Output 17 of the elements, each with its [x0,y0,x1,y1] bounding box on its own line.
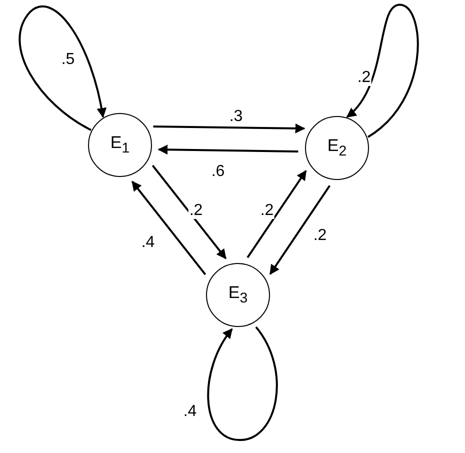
arrow [246,170,307,258]
edge-label: .2 [356,70,372,86]
arrow [153,123,306,134]
state-label: E$_{2}$ [327,137,347,159]
state-circle [88,113,152,177]
arrow [269,185,330,275]
arrow [152,164,227,260]
edge-label: .2 [188,203,204,219]
state-label: E$_{3}$ [228,284,248,306]
arrow [131,180,206,276]
arrow [18,6,106,131]
arrow [207,326,278,441]
edge-label: .2 [259,203,275,219]
state-label: E$_{1}$ [110,134,130,156]
arrow [346,4,419,138]
state-circle [206,263,270,327]
arrow [158,144,298,155]
